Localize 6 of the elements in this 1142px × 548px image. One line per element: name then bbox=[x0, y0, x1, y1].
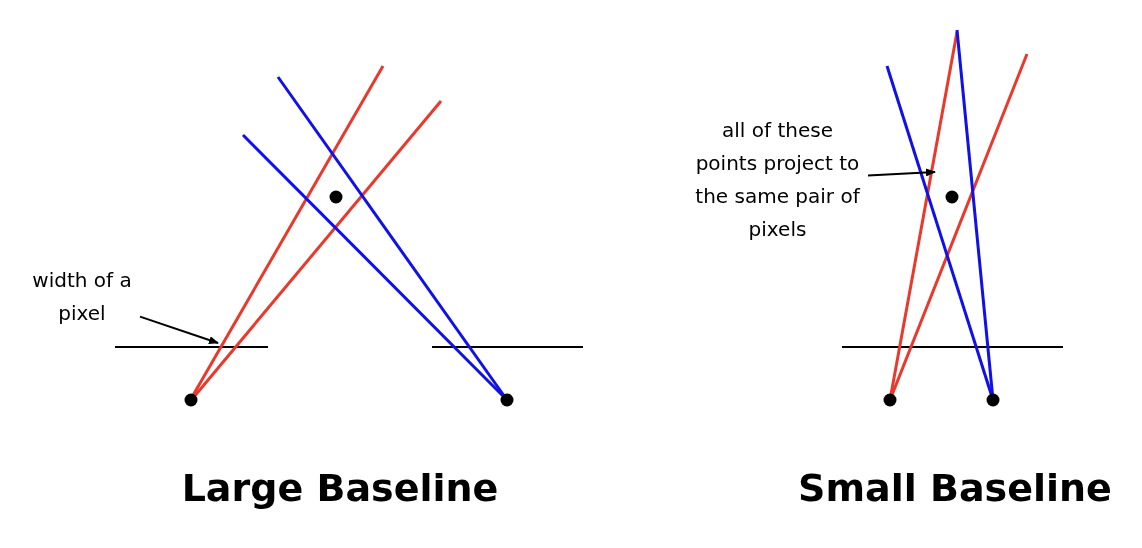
annotation-text: all of these points project to the same pair of pixels bbox=[690, 114, 865, 246]
leader-arrow bbox=[139, 315, 219, 344]
annotation-text: width of a pixel bbox=[27, 264, 137, 330]
caption-text: Large Baseline bbox=[181, 466, 499, 510]
caption-text: Small Baseline bbox=[798, 466, 1112, 510]
leader-arrow bbox=[867, 168, 936, 177]
